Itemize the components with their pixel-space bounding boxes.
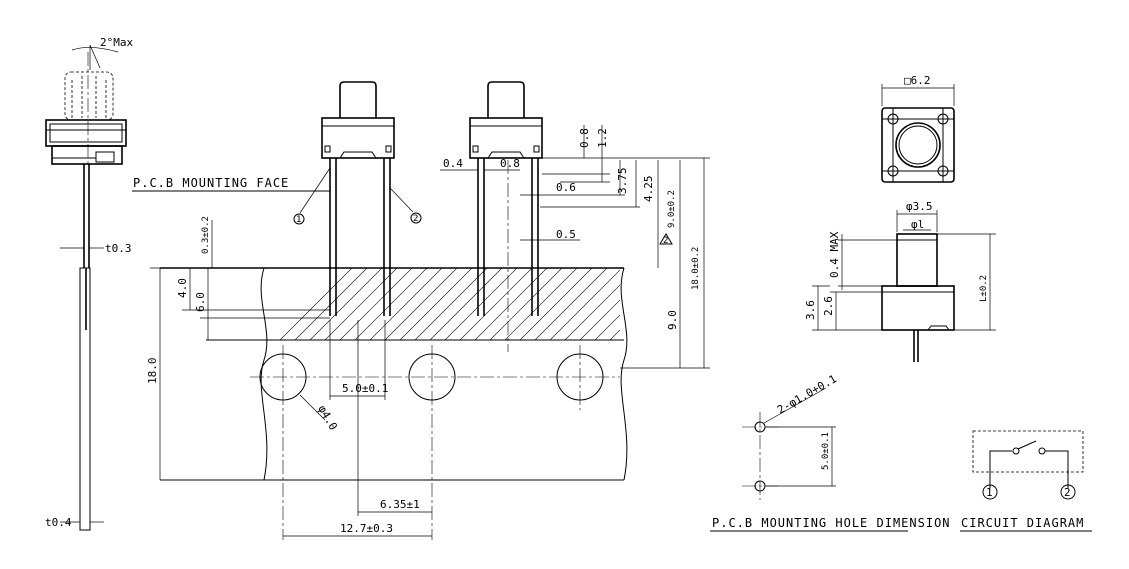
- thickness-03-label: t0.3: [105, 242, 132, 255]
- hole-pitch-label: 5.0±0.1: [821, 432, 831, 470]
- lead-04-label: 0.4: [443, 157, 463, 170]
- h-36-label: 3.6: [804, 300, 817, 320]
- stem-dl-label: φl: [911, 218, 924, 231]
- tilt-label: 2°Max: [100, 36, 133, 49]
- rev-mark-label: 2: [663, 236, 668, 246]
- pcb-mounting-face-label: P.C.B MOUNTING FACE: [133, 176, 289, 190]
- pcb-mounting-hole-label: P.C.B MOUNTING HOLE DIMENSION: [712, 516, 951, 530]
- lead-06-label: 0.6: [556, 181, 576, 194]
- side-view: 2°Max t0.3 t0.4: [45, 36, 133, 531]
- max-04-label: 0.4 MAX: [828, 231, 841, 278]
- tape-180-label: 18.0: [146, 358, 159, 385]
- holes-label: 2-φ1.0+0.1: [775, 372, 839, 416]
- pitch-127-label: 12.7±0.3: [340, 522, 393, 535]
- pin-1-label: 1: [296, 215, 301, 225]
- h-425-label: 4.25: [642, 176, 655, 203]
- stem-l-label: L±0.2: [979, 275, 989, 302]
- h-90-label: 9.0: [666, 310, 679, 330]
- top-12-label: 1.2: [596, 128, 609, 148]
- lead-08-label: 0.8: [500, 157, 520, 170]
- carrier-tape: φ4.0 18.0 4.0 6.0 0.3±0.2 5.0±0.1 6.35±1…: [146, 216, 628, 540]
- pin-1-circuit-label: 1: [986, 486, 993, 499]
- pin-60-label: 6.0: [194, 292, 207, 312]
- h-375-label: 3.75: [616, 168, 629, 195]
- top-08-label: 0.8: [578, 128, 591, 148]
- front-view-switch-1: 1 2 P.C.B MOUNTING FACE: [132, 81, 422, 316]
- hole-d40-label: φ4.0: [315, 403, 340, 432]
- pitch-50-label: 5.0±0.1: [342, 382, 388, 395]
- square-62-label: □6.2: [904, 74, 931, 87]
- gap-03-label: 0.3±0.2: [201, 216, 211, 254]
- circuit-diagram: 1 2 CIRCUIT DIAGRAM: [960, 430, 1092, 532]
- pin-2-label: 2: [413, 214, 418, 224]
- circuit-diagram-label: CIRCUIT DIAGRAM: [961, 516, 1084, 530]
- pcb-hole-pattern: 2-φ1.0+0.1 5.0±0.1 P.C.B MOUNTING HOLE D…: [710, 372, 951, 532]
- lead-05-label: 0.5: [556, 228, 576, 241]
- h-90-02-label: 9.0±0.2: [667, 190, 677, 228]
- h-26-label: 2.6: [822, 296, 835, 316]
- h-180-02-label: 18.0±0.2: [691, 247, 701, 290]
- pin-2-circuit-label: 2: [1064, 486, 1071, 499]
- pitch-635-label: 6.35±1: [380, 498, 420, 511]
- thickness-04-label: t0.4: [45, 516, 72, 529]
- stem-d35-label: φ3.5: [906, 200, 933, 213]
- front-view-switch-2: 0.4 0.8 0.8 1.2 0.6 3.75 4.25 0.5 9.0±0.…: [440, 81, 710, 369]
- side-profile: φ3.5 φl 0.4 MAX 3.6 2.6 L±0.2: [804, 200, 996, 362]
- pin-40-label: 4.0: [176, 278, 189, 298]
- top-view: □6.2: [881, 74, 955, 183]
